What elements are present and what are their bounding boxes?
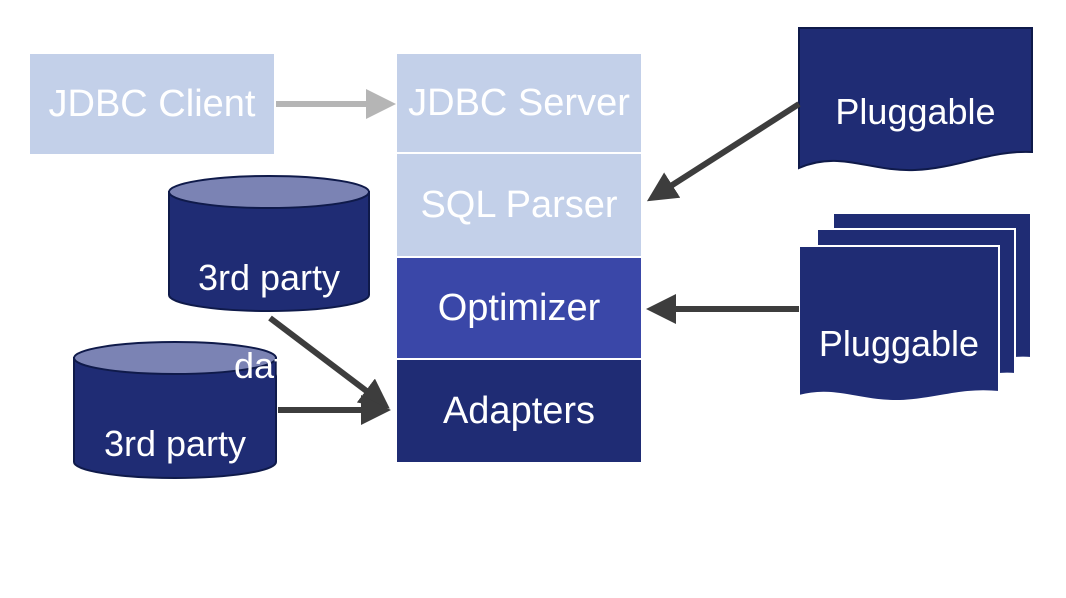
diagram-shapes [73, 27, 1033, 479]
stack-optimizer: Optimizer [397, 258, 641, 360]
stack-adapters: Adapters [397, 360, 641, 462]
datasource-2-label: 3rd party data [103, 423, 247, 552]
datasource-cylinder-2 [73, 341, 277, 479]
adapters-label: Adapters [442, 389, 596, 432]
jdbc-server-label: JDBC Server [408, 81, 630, 124]
metadata-to-parser-arrow [646, 101, 801, 202]
datasource-1-label: 3rd party data [197, 257, 341, 386]
jdbc-client-box: JDBC Client [30, 54, 274, 154]
stack-jdbc-server: JDBC Server [397, 54, 641, 154]
rules-label: Pluggable Rules [818, 323, 980, 452]
sql-parser-label: SQL Parser [420, 183, 618, 226]
datasource1-to-adapters-arrow [268, 315, 390, 409]
optimizer-label: Optimizer [437, 286, 601, 329]
stack-sql-parser: SQL Parser [397, 154, 641, 258]
jdbc-client-label: JDBC Client [48, 82, 256, 125]
rules-document-stack [798, 212, 1032, 403]
metadata-document-shape [798, 27, 1033, 172]
datasource-cylinder-1 [168, 175, 370, 312]
metadata-label: Pluggable Metadata [835, 91, 996, 220]
